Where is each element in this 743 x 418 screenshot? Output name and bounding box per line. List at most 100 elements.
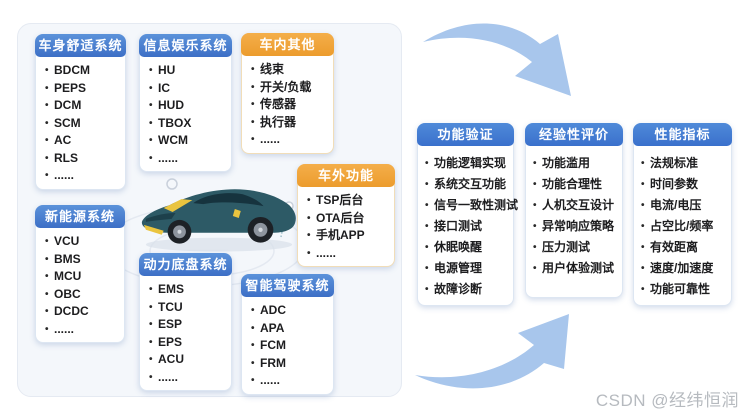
list-item: • 占空比/频率 (641, 216, 727, 237)
box-title: 信息娱乐系统 (139, 34, 232, 57)
box-item-list: •线束•开关/负载•传感器•执行器•...... (242, 56, 333, 153)
list-item-label: 功能滥用 (542, 156, 591, 170)
list-item: •AC (45, 132, 118, 150)
list-item: • 有效距离 (641, 237, 727, 258)
list-item-label: ESP (158, 317, 183, 331)
list-item-label: 功能合理性 (542, 177, 603, 191)
bullet-icon: • (533, 200, 537, 211)
box-title: 性能指标 (633, 123, 732, 146)
list-item-label: 电流/电压 (650, 198, 702, 212)
box-title: 车外功能 (297, 164, 395, 187)
list-item-label: 开关/负载 (260, 79, 312, 94)
bullet-icon: • (149, 301, 153, 313)
list-item-label: 接口测试 (434, 219, 483, 233)
list-item: •BDCM (45, 62, 118, 80)
list-item: •TSP后台 (307, 192, 387, 210)
list-item-label: 传感器 (260, 97, 297, 111)
bullet-icon: • (641, 221, 645, 232)
list-item: •法规标准 (641, 153, 727, 174)
bullet-icon: • (251, 116, 255, 128)
list-item-label: 法规标准 (650, 156, 699, 170)
bullet-icon: • (641, 284, 645, 295)
list-item-label: 执行器 (260, 114, 297, 129)
list-item-label: ...... (260, 132, 281, 146)
bullet-icon: • (251, 64, 255, 75)
list-item: •异常响应策略 (533, 216, 618, 237)
bullet-icon: • (533, 179, 537, 190)
list-item-label: HUD (158, 98, 184, 112)
bullet-icon: • (251, 81, 255, 93)
bullet-icon: • (251, 357, 255, 369)
list-item: •接口测试 (425, 216, 509, 237)
list-item: •ESP (149, 316, 224, 334)
bullet-icon: • (641, 200, 645, 211)
bullet-icon: • (45, 82, 49, 94)
list-item-label: EMS (158, 282, 185, 296)
bullet-icon: • (533, 263, 537, 274)
list-item-label: 休眠唤醒 (434, 240, 483, 254)
list-item-label: 有效距离 (650, 240, 699, 254)
bullet-icon: • (425, 179, 429, 190)
bullet-icon: • (641, 242, 645, 253)
list-item: •SCM (45, 115, 118, 133)
list-item-label: 异常响应策略 (542, 219, 615, 233)
list-item: •...... (307, 245, 387, 263)
bullet-icon: • (251, 305, 255, 316)
list-item: •PEPS (45, 80, 118, 98)
list-item-label: 速度/加速度 (650, 261, 714, 275)
bullet-icon: • (149, 100, 153, 111)
bullet-icon: • (45, 306, 49, 317)
list-item: •TBOX (149, 115, 224, 133)
list-item: •休眠唤醒 (425, 237, 509, 258)
box-item-list: •功能逻辑实现•系统交互功能•信号一致性测试•接口测试•休眠唤醒•电源管理•故障… (418, 146, 518, 305)
result-box-empirical-evaluation: 经验性评价 •功能滥用•功能合理性•人机交互设计•异常响应策略•压力测试•用户体… (525, 123, 623, 298)
list-item-label: TCU (158, 299, 183, 314)
system-box-exterior-functions: 车外功能 •TSP后台•OTA后台•手机APP•...... (297, 164, 395, 267)
list-item: •功能可靠性 (641, 279, 727, 300)
list-item-label: OTA后台 (316, 210, 365, 225)
bullet-icon: • (425, 158, 429, 169)
list-item: •MCU (45, 268, 117, 286)
bullet-icon: • (45, 170, 49, 181)
list-item: •系统交互功能 (425, 174, 509, 195)
bullet-icon: • (45, 135, 49, 146)
list-item-label: FCM (260, 338, 286, 352)
result-box-function-verification: 功能验证 •功能逻辑实现•系统交互功能•信号一致性测试•接口测试•休眠唤醒•电源… (417, 123, 518, 306)
list-item-label: RLS (54, 150, 78, 165)
list-item-label: ...... (260, 373, 281, 387)
list-item: •EMS (149, 281, 224, 299)
list-item: •ADC (251, 302, 326, 320)
list-item-label: TSP后台 (316, 193, 364, 207)
list-item: •线束 (251, 61, 326, 79)
system-box-in-car-other: 车内其他 •线束•开关/负载•传感器•执行器•...... (241, 33, 334, 154)
list-item-label: OBC (54, 286, 81, 301)
box-item-list: •EMS•TCU•ESP•EPS•ACU•...... (140, 276, 231, 390)
bullet-icon: • (149, 65, 153, 76)
list-item-label: 人机交互设计 (542, 198, 615, 212)
box-title: 功能验证 (417, 123, 514, 146)
list-item-label: 信号一致性测试 (434, 198, 519, 212)
system-box-infotainment: 信息娱乐系统 •HU•IC•HUD•TBOX•WCM•...... (139, 34, 232, 172)
list-item: • 开关/负载 (251, 79, 326, 97)
bullet-icon: • (251, 134, 255, 145)
list-item-label: FRM (260, 355, 286, 370)
list-item: • 人机交互设计 (533, 195, 618, 216)
box-item-list: •HU•IC•HUD•TBOX•WCM•...... (140, 57, 231, 171)
list-item: •电源管理 (425, 258, 509, 279)
list-item-label: 故障诊断 (434, 282, 483, 296)
list-item: •...... (149, 150, 224, 168)
flow-arrow-top-icon (423, 23, 571, 96)
bullet-icon: • (307, 247, 311, 259)
box-item-list: •ADC•APA•FCM•FRM•...... (242, 297, 333, 394)
box-item-list: •TSP后台•OTA后台•手机APP•...... (298, 187, 394, 266)
list-item-label: 占空比/频率 (650, 219, 714, 233)
list-item-label: BMS (54, 251, 81, 266)
box-item-list: •法规标准•时间参数•电流/电压•占空比/频率•有效距离•速度/加速度•功能可靠… (634, 146, 731, 305)
list-item-label: EPS (158, 334, 183, 349)
list-item: •...... (251, 372, 326, 390)
bullet-icon: • (533, 242, 537, 253)
list-item-label: IC (158, 80, 170, 95)
system-box-new-energy: 新能源系统 •VCU•BMS•MCU•OBC•DCDC•...... (35, 205, 125, 343)
list-item: •速度/加速度 (641, 258, 727, 279)
bullet-icon: • (45, 271, 49, 282)
